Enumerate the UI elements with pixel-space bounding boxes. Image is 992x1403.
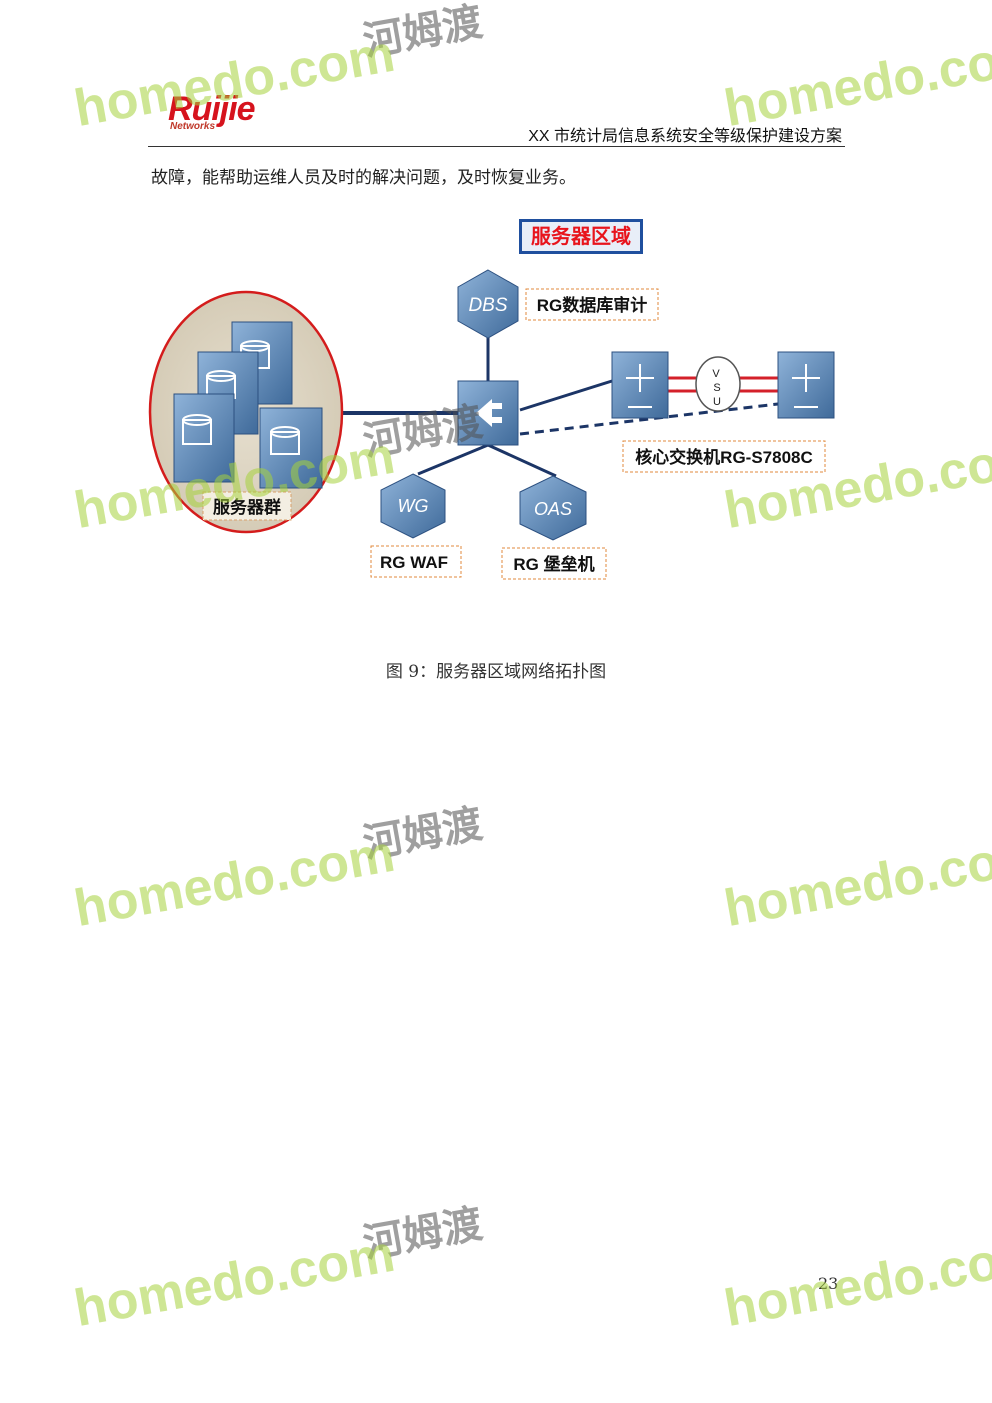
dbs-icon-text: DBS bbox=[468, 295, 507, 316]
server-group: 服务器群 bbox=[148, 290, 344, 534]
zone-title-box: 服务器区域 bbox=[519, 219, 643, 254]
server-group-label-box bbox=[202, 491, 292, 521]
wg-device: WG bbox=[380, 473, 446, 539]
ruijie-logo-sub: Networks bbox=[170, 121, 216, 132]
bastion-label: RG 堡垒机 bbox=[513, 554, 594, 574]
wg-icon-text: WG bbox=[398, 496, 429, 516]
vsu-link: V S U bbox=[695, 356, 741, 412]
dbs-device: DBS bbox=[457, 269, 519, 339]
core-switch-left bbox=[611, 351, 669, 419]
zone-title: 服务器区域 bbox=[531, 224, 631, 248]
link-switch-to-core-b bbox=[519, 402, 779, 436]
header-rule bbox=[148, 146, 845, 147]
vsu-u: U bbox=[713, 396, 721, 408]
server-icon bbox=[173, 393, 235, 483]
page-number: 23 bbox=[818, 1274, 839, 1293]
body-paragraph: 故障，能帮助运维人员及时的解决问题，及时恢复业务。 bbox=[151, 168, 576, 188]
oas-device: OAS bbox=[519, 475, 587, 541]
server-group-label: 服务器群 bbox=[213, 497, 281, 517]
link-switch-to-wg bbox=[417, 443, 489, 476]
waf-label-box bbox=[370, 545, 462, 578]
figure-caption: 图 9：服务器区域网络拓扑图 bbox=[385, 662, 607, 682]
bastion-label-box bbox=[501, 547, 607, 580]
core-label-box bbox=[622, 440, 826, 473]
link-switch-to-oas bbox=[487, 443, 557, 478]
core-label: 核心交换机RG-S7808C bbox=[635, 447, 813, 467]
links bbox=[342, 335, 780, 478]
core-switch-right bbox=[777, 351, 835, 419]
link-switch-to-core-a bbox=[519, 379, 613, 412]
oas-icon-text: OAS bbox=[534, 499, 572, 519]
server-icon bbox=[259, 407, 323, 489]
waf-label: RG WAF bbox=[380, 553, 448, 572]
vsu-s: S bbox=[713, 382, 720, 394]
dbs-label-box bbox=[525, 288, 659, 321]
vsu-v: V bbox=[712, 368, 720, 380]
ruijie-logo: Ruijie bbox=[168, 90, 256, 128]
document-title: XX 市统计局信息系统安全等级保护建设方案 bbox=[528, 128, 842, 145]
access-switch bbox=[457, 380, 519, 446]
dbs-label: RG数据库审计 bbox=[537, 295, 648, 315]
